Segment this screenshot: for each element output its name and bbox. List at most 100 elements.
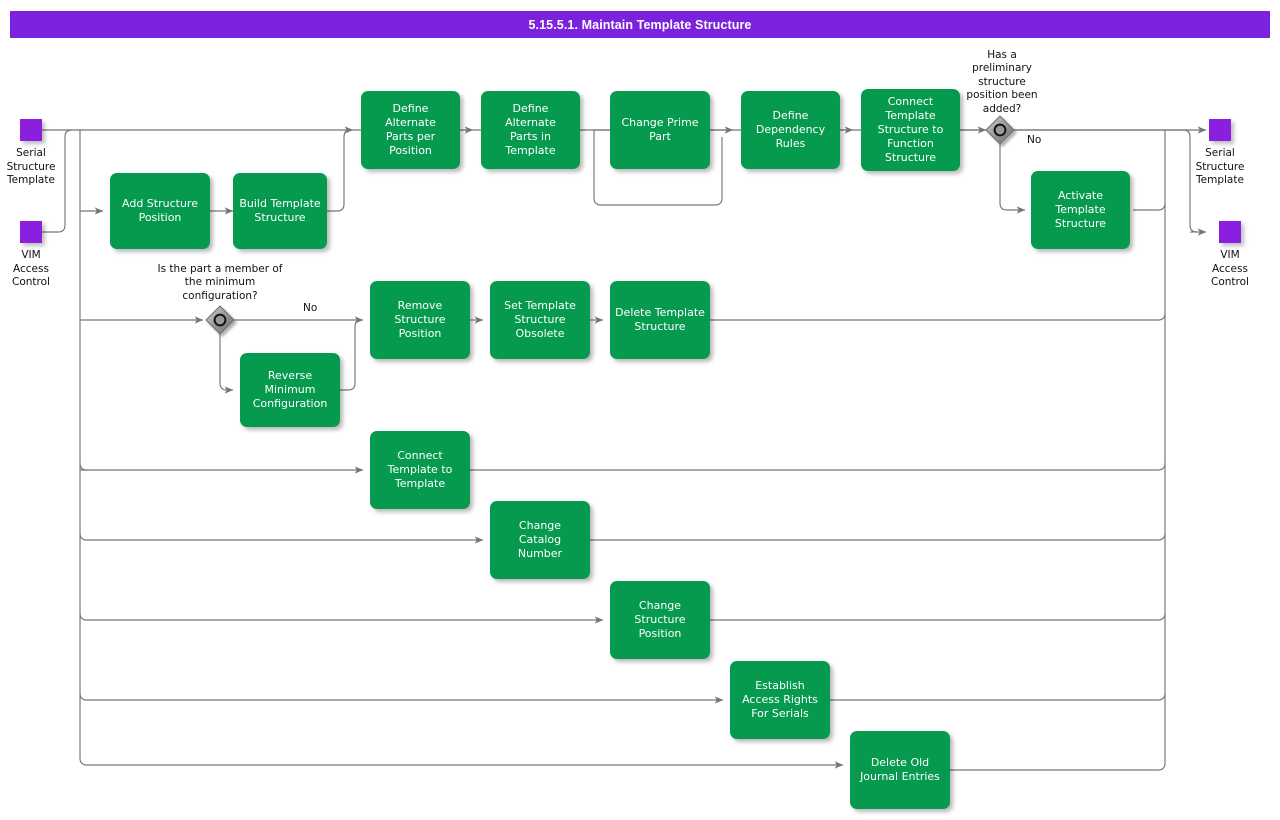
- task-reverse-minimum-configuration[interactable]: Reverse Minimum Configuration: [240, 353, 340, 427]
- task-line: Activate: [1057, 188, 1104, 202]
- task-line: Remove: [397, 298, 443, 312]
- label-line: Serial: [1205, 147, 1235, 159]
- task-build-template-structure[interactable]: Build Template Structure: [233, 173, 327, 249]
- task-line: Part: [649, 130, 671, 143]
- task-line: Add Structure: [122, 196, 198, 210]
- task-change-structure-position[interactable]: Change Structure Position: [610, 581, 710, 659]
- task-line: Structure: [634, 612, 686, 626]
- label-line: Access: [13, 262, 49, 275]
- terminator-input-vim-access-control[interactable]: [20, 221, 42, 243]
- task-line: Template to: [387, 462, 453, 476]
- label-line: VIM: [1220, 249, 1240, 261]
- task-line: Template: [505, 144, 556, 158]
- label-line: Structure: [1195, 160, 1245, 173]
- task-line: Position: [638, 627, 682, 641]
- task-line: Structure: [884, 151, 937, 165]
- gateway-minimum-configuration-branch-label: No: [303, 302, 318, 314]
- task-line: Structure: [1054, 217, 1107, 231]
- question-line: configuration?: [182, 289, 258, 302]
- task-define-alternate-parts-per-position[interactable]: Define Alternate Parts per Position: [361, 91, 460, 169]
- task-line: Template: [885, 108, 936, 122]
- task-line: Establish: [755, 678, 805, 692]
- task-line: Change: [638, 598, 682, 612]
- terminator-output-vim-access-control[interactable]: [1219, 221, 1241, 243]
- label-line: VIM: [21, 249, 41, 261]
- task-line: Rules: [775, 137, 806, 151]
- task-line: Structure: [514, 312, 566, 326]
- task-line: Number: [517, 547, 563, 561]
- task-line: Structure to: [877, 122, 944, 136]
- task-line: Position: [138, 211, 182, 224]
- task-connect-template-structure-to-function-structure[interactable]: Connect Template Structure to Function S…: [861, 89, 960, 171]
- label-line: Structure: [6, 160, 56, 173]
- task-line: Position: [389, 144, 432, 158]
- question-line: Is the part a member of: [157, 263, 283, 275]
- task-line: Position: [398, 327, 442, 341]
- task-line: Reverse: [267, 368, 313, 382]
- task-define-alternate-parts-in-template[interactable]: Define Alternate Parts in Template: [481, 91, 580, 169]
- terminator-input-vim-access-control-label: VIM Access Control: [0, 249, 62, 290]
- title-bar: 5.15.5.1. Maintain Template Structure: [10, 11, 1270, 38]
- question-line: Has a: [987, 49, 1017, 61]
- task-activate-template-structure[interactable]: Activate Template Structure: [1031, 171, 1130, 249]
- question-line: added?: [982, 102, 1022, 115]
- label-line: Access: [1212, 262, 1248, 275]
- label-line: Template: [7, 174, 55, 187]
- task-line: Obsolete: [515, 327, 565, 341]
- task-line: Structure: [394, 312, 446, 326]
- terminator-output-serial-structure-template[interactable]: [1209, 119, 1231, 141]
- terminator-input-serial-structure-template[interactable]: [20, 119, 42, 141]
- question-line: position been: [966, 89, 1038, 102]
- gateway-minimum-configuration-question: Is the part a member of the minimum conf…: [150, 263, 290, 303]
- task-define-dependency-rules[interactable]: Define Dependency Rules: [741, 91, 840, 169]
- task-line: Build Template: [239, 196, 321, 210]
- task-line: Define Alternate: [505, 101, 556, 129]
- question-line: the minimum: [184, 276, 256, 289]
- task-line: Set Template: [504, 298, 576, 312]
- task-line: For Serials: [751, 707, 809, 721]
- task-line: Delete Old: [870, 755, 930, 769]
- task-line: Parts in: [510, 130, 551, 143]
- gateway-preliminary-structure-position-branch-label: No: [1027, 134, 1042, 146]
- task-line: Structure: [254, 211, 306, 224]
- gateway-preliminary-structure-position-question: Has a preliminary structure position bee…: [950, 49, 1054, 116]
- task-connect-template-to-template[interactable]: Connect Template to Template: [370, 431, 470, 509]
- task-remove-structure-position[interactable]: Remove Structure Position: [370, 281, 470, 359]
- task-delete-template-structure[interactable]: Delete Template Structure: [610, 281, 710, 359]
- terminator-output-vim-access-control-label: VIM Access Control: [1198, 249, 1262, 290]
- task-line: Function: [887, 137, 934, 151]
- task-line: Define Alternate: [385, 101, 436, 129]
- label-line: Serial: [16, 147, 46, 159]
- task-delete-old-journal-entries[interactable]: Delete Old Journal Entries: [850, 731, 950, 809]
- question-line: structure: [978, 75, 1026, 88]
- task-line: Access Rights: [742, 692, 818, 706]
- task-line: Catalog: [518, 532, 562, 546]
- label-line: Template: [1196, 174, 1244, 187]
- task-establish-access-rights-for-serials[interactable]: Establish Access Rights For Serials: [730, 661, 830, 739]
- terminator-input-serial-structure-template-label: Serial Structure Template: [0, 147, 62, 188]
- task-line: Change Prime: [621, 115, 699, 129]
- task-line: Journal Entries: [860, 770, 940, 783]
- task-line: Change: [518, 518, 562, 532]
- task-line: Delete Template: [615, 305, 705, 319]
- task-line: Define: [772, 108, 809, 122]
- task-line: Parts per: [385, 130, 436, 143]
- task-line: Minimum: [264, 382, 316, 396]
- task-line: Template: [394, 477, 446, 491]
- question-line: preliminary: [972, 62, 1032, 75]
- task-add-structure-position[interactable]: Add Structure Position: [110, 173, 210, 249]
- task-line: Connect: [397, 448, 443, 462]
- label-line: Control: [1211, 276, 1249, 289]
- terminator-output-serial-structure-template-label: Serial Structure Template: [1188, 147, 1252, 188]
- task-line: Template: [1055, 202, 1106, 216]
- task-change-prime-part[interactable]: Change Prime Part: [610, 91, 710, 169]
- task-line: Structure: [634, 320, 686, 333]
- task-set-template-structure-obsolete[interactable]: Set Template Structure Obsolete: [490, 281, 590, 359]
- page-title: 5.15.5.1. Maintain Template Structure: [528, 17, 752, 32]
- task-line: Dependency: [755, 122, 826, 136]
- task-change-catalog-number[interactable]: Change Catalog Number: [490, 501, 590, 579]
- task-line: Connect: [887, 94, 934, 108]
- label-line: Control: [12, 276, 50, 289]
